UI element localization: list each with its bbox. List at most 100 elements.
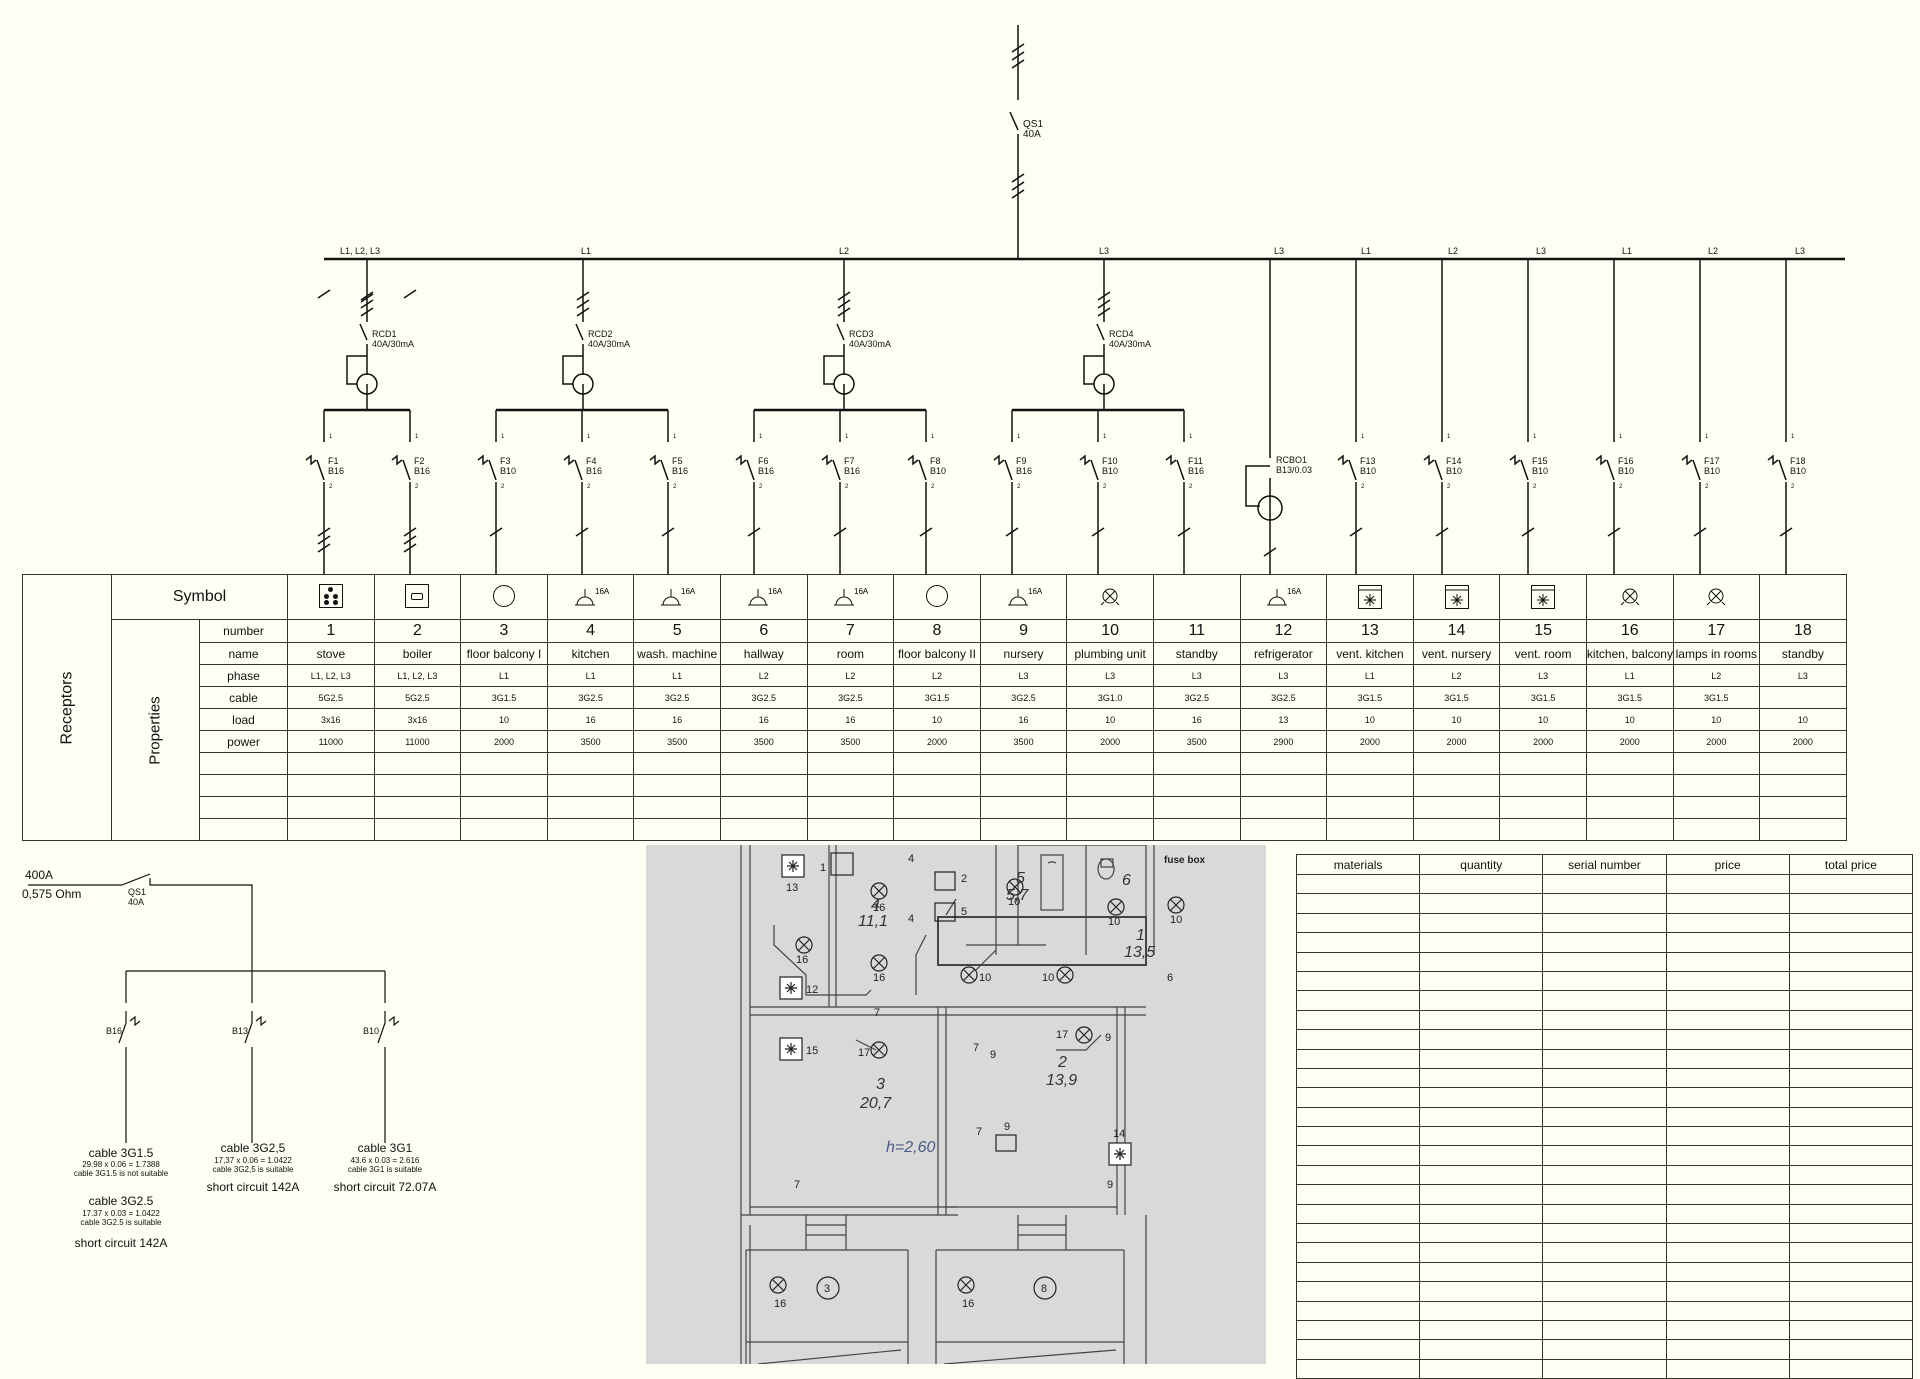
cable-cell: 3G1.5 [1499, 686, 1587, 709]
symbol-cell [373, 574, 462, 620]
blank-cell [373, 818, 462, 841]
materials-cell [1419, 1164, 1544, 1186]
row-label-load: load [198, 708, 289, 731]
materials-row [1295, 873, 1914, 895]
materials-cell [1788, 1339, 1914, 1360]
terminal-number: 1 [1017, 434, 1021, 440]
phase-cell: L3 [979, 664, 1068, 687]
materials-cell [1788, 1300, 1914, 1321]
materials-cell [1665, 990, 1790, 1011]
circle-icon [925, 585, 948, 607]
number-cell: 5 [633, 619, 721, 643]
load-cell: 10 [893, 708, 981, 731]
cable-cell: 3G2.5 [633, 686, 721, 709]
blank-row [23, 796, 1847, 819]
blank-cell [1499, 752, 1587, 775]
blank-cell [1326, 774, 1414, 797]
terminal-number: 1 [1189, 434, 1193, 440]
plan-label: 17 [858, 1047, 870, 1059]
materials-cell [1419, 1319, 1544, 1341]
power-cell: 3500 [1152, 730, 1241, 753]
phase-cell: L2 [806, 664, 895, 687]
branch-cable: cable 3G1 [358, 1141, 413, 1155]
load-cell: 16 [546, 708, 635, 731]
plan-label: 7 [973, 1042, 979, 1054]
blank-cell [460, 818, 548, 841]
materials-cell [1419, 990, 1544, 1011]
phase-cell: L1, L2, L3 [373, 664, 462, 687]
materials-cell [1295, 1319, 1421, 1341]
lamp-icon [1107, 898, 1125, 916]
blank-cell [1326, 818, 1414, 841]
materials-cell [1295, 951, 1421, 972]
phase-label: L2 [1448, 246, 1458, 256]
blank-cell [806, 818, 895, 841]
cable-cell: 3G1.0 [1066, 686, 1154, 709]
cable-cell: 3G2.5 [979, 686, 1068, 709]
room-number-1: 1 [1136, 927, 1145, 944]
row-label-cable: cable [198, 686, 289, 709]
materials-cell [1542, 1339, 1667, 1360]
breaker-rating: B10 [1704, 466, 1720, 476]
blank-cell [1152, 796, 1241, 819]
materials-cell [1665, 1242, 1790, 1263]
socket-rating: 16A [1028, 587, 1043, 596]
blank-cell [1672, 818, 1761, 841]
symbol-cell: 16A [806, 574, 895, 620]
power-cell: 2000 [460, 730, 548, 753]
cable-cell [1759, 686, 1847, 709]
receptors-label: Receptors [57, 671, 75, 744]
blank-cell [1326, 752, 1414, 775]
materials-row [1295, 970, 1914, 992]
cable-cell: 3G1.5 [1585, 686, 1674, 709]
terminal-number: 1 [1361, 434, 1365, 440]
blank-cell [1239, 796, 1328, 819]
blank-cell [1066, 796, 1154, 819]
name-cell: vent. nursery [1412, 642, 1501, 665]
materials-row [1295, 951, 1914, 972]
terminal-number: 1 [587, 434, 591, 440]
blank-cell [1239, 752, 1328, 775]
branch-verdict: cable 3G2,5 is suitable [213, 1165, 294, 1174]
materials-cell [1665, 873, 1790, 895]
rcd-rating: 40A/30mA [372, 339, 414, 349]
plan-label: 5 [961, 906, 967, 918]
materials-cell [1542, 1067, 1667, 1089]
rcbo-rating: B13/0.03 [1276, 465, 1312, 475]
number-cell: 13 [1326, 619, 1414, 643]
materials-cell [1295, 1126, 1421, 1147]
room-number-6: 6 [1122, 872, 1131, 889]
load-cell: 10 [1672, 708, 1761, 731]
blank-cell [1499, 774, 1587, 797]
symbol-cell: 16A [546, 574, 635, 620]
branch-result: short circuit 142A [75, 1236, 168, 1250]
fan-icon [1357, 584, 1382, 609]
symbol-cell [287, 574, 375, 620]
blank-cell [1499, 818, 1587, 841]
materials-cell [1295, 1164, 1421, 1186]
materials-row [1295, 1281, 1914, 1302]
symbol-cell: 16A [979, 574, 1068, 620]
blank-cell [1585, 774, 1674, 797]
blank-cell [806, 774, 895, 797]
breaker-id: F8 [930, 456, 941, 466]
materials-cell [1542, 970, 1667, 992]
materials-cell [1665, 1184, 1790, 1205]
name-cell: stove [287, 642, 375, 665]
fuse-box-label: fuse box [1164, 855, 1206, 866]
circle-icon [493, 585, 515, 607]
plan-label: 3 [824, 1283, 830, 1295]
symbol-cell [1412, 574, 1501, 620]
symbol-cell [1499, 574, 1587, 620]
materials-cell [1665, 970, 1790, 992]
materials-cell [1788, 1242, 1914, 1263]
balcony-socket-icon [816, 1276, 840, 1300]
phase-label: L3 [1099, 246, 1109, 256]
materials-cell [1665, 1106, 1790, 1128]
cable-cell: 5G2.5 [373, 686, 462, 709]
header-serial-number: serial number [1542, 854, 1667, 875]
branch-verdict: cable 3G1 is suitable [348, 1165, 423, 1174]
materials-row [1295, 1300, 1914, 1321]
terminal-number: 2 [1533, 484, 1537, 490]
materials-cell [1419, 1067, 1544, 1089]
